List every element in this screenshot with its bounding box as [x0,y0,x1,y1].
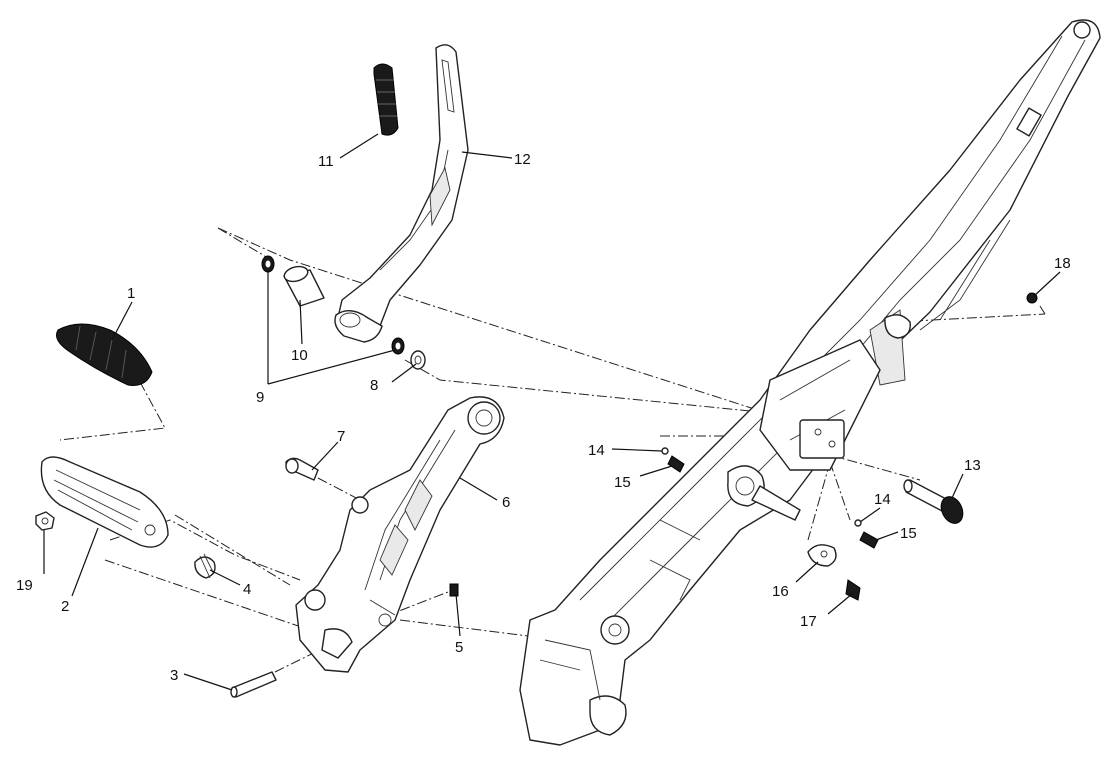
part-1-rubber-boot [56,323,153,386]
callout-2: 2 [61,598,69,615]
callout-8: 8 [370,377,378,394]
callout-10: 10 [291,347,308,364]
callout-15-lower: 15 [900,525,917,542]
callout-17: 17 [800,613,817,630]
callout-1: 1 [127,285,135,302]
callout-18: 18 [1054,255,1071,272]
part-7-bolt [285,457,319,481]
callout-19: 19 [16,577,33,594]
callout-7: 7 [337,428,345,445]
leader-lines [43,133,1061,691]
part-13-pivot-pin [903,479,964,524]
callout-12: 12 [514,151,531,168]
callout-16: 16 [772,583,789,600]
frame-subframe [519,19,1101,746]
callout-3: 3 [170,667,178,684]
part-16-17-plate-screw [807,544,861,601]
callout-labels: 1 2 3 4 5 6 7 8 9 10 11 12 13 14 14 15 1… [16,151,1071,684]
part-8-clip [410,350,426,370]
callout-6: 6 [502,494,510,511]
callout-15-upper: 15 [614,474,631,491]
part-5-screw [449,583,459,597]
part-19-nut [35,511,55,531]
callout-9: 9 [256,389,264,406]
part-10-bushing [283,265,325,307]
callout-11: 11 [318,153,334,170]
part-11-rubber-pad [373,63,399,136]
part-14-15-detents [661,447,879,549]
part-3-pin [230,671,277,698]
part-2-footpeg [40,456,169,548]
callout-14-lower: 14 [874,491,891,508]
callout-13: 13 [964,457,981,474]
part-12-pedal-lever [334,44,469,343]
callout-4: 4 [243,581,251,598]
part-6-bracket [295,396,505,673]
callout-14-upper: 14 [588,442,605,459]
part-4-spring [194,553,216,579]
callout-5: 5 [455,639,463,656]
